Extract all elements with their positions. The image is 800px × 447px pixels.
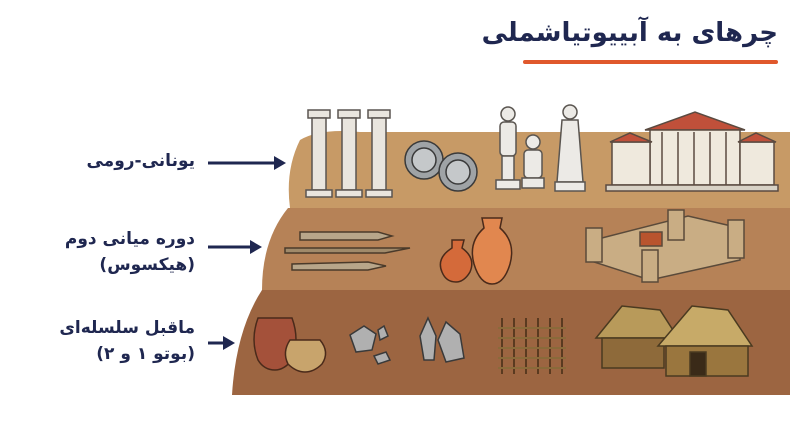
stone-tools-icon	[349, 316, 465, 365]
vases-icon	[439, 217, 513, 285]
layer-label-second-intermediate: دوره میانی دوم (هیکسوس)	[0, 226, 195, 278]
layer-label-line: (بوتو ۱ و ۲)	[96, 344, 195, 364]
page-title: چرهای به آبییوتیاشملی	[481, 18, 778, 48]
arrow-icon	[208, 156, 286, 170]
statues-icon	[495, 104, 586, 192]
fortress-icon	[585, 209, 745, 283]
pottery-icon	[253, 317, 327, 373]
layer-label-greco-roman: یونانی-رومی	[0, 148, 195, 174]
temple-icon	[605, 111, 779, 192]
title-underline	[523, 60, 778, 64]
columns-icon	[305, 109, 393, 198]
layer-label-line: ماقبل سلسله‌ای	[59, 318, 195, 338]
coins-icon	[404, 140, 478, 192]
huts-icon	[594, 305, 754, 377]
arrow-icon	[208, 240, 262, 254]
arrow-icon	[208, 336, 235, 350]
layer-label-line: یونانی-رومی	[86, 151, 195, 171]
layer-label-line: دوره میانی دوم	[64, 229, 195, 249]
layer-label-line: (هیکسوس)	[99, 255, 195, 275]
swords-icon	[284, 231, 411, 271]
woven-fence-icon	[498, 318, 566, 374]
layer-label-predynastic: ماقبل سلسله‌ای (بوتو ۱ و ۲)	[0, 315, 195, 367]
